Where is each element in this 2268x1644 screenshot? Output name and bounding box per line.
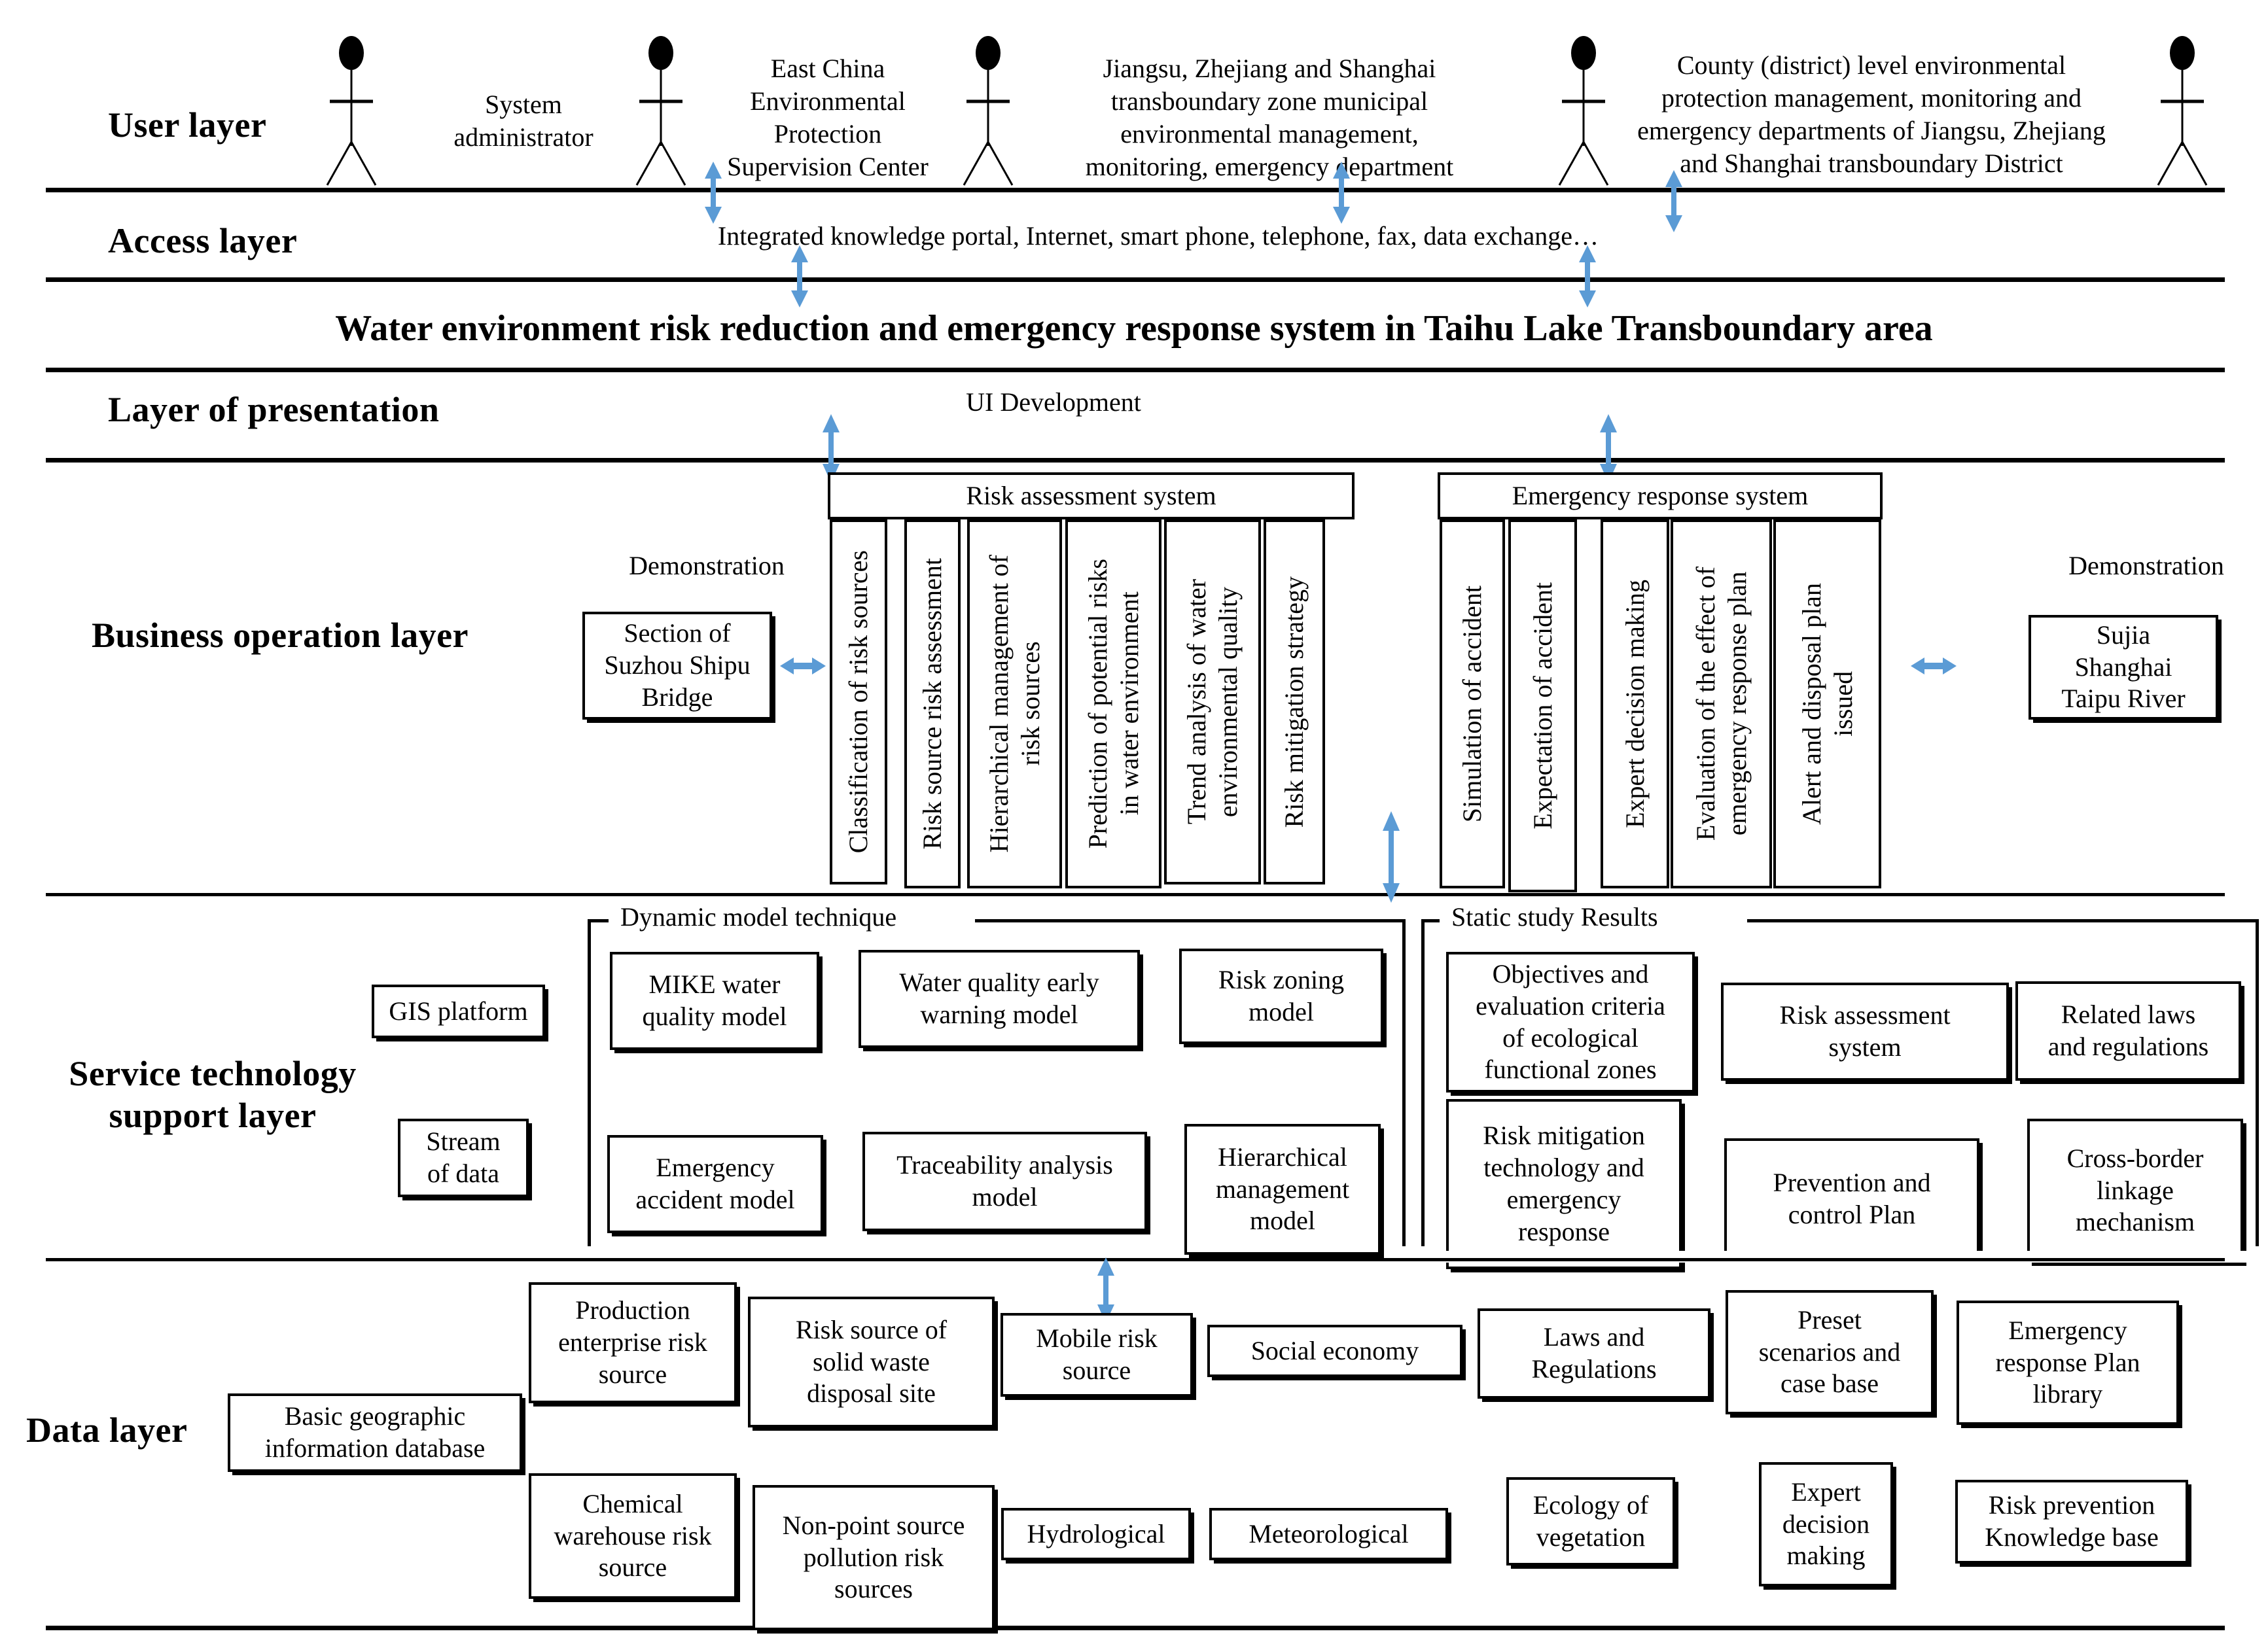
divider-business-service xyxy=(46,893,2225,896)
static-study-group xyxy=(1421,919,2259,1246)
actor-icon-4 xyxy=(1554,36,1613,186)
layer-label-business: Business operation layer xyxy=(92,616,469,655)
divider-bottom xyxy=(46,1626,2225,1630)
layer-label-access: Access layer xyxy=(108,221,298,260)
demo-left-caption: Demonstration xyxy=(629,551,785,580)
demo-right-caption: Demonstration xyxy=(2068,551,2224,580)
ers-col-0-label: Simulation of accident xyxy=(1457,585,1487,823)
arrow-user-access-1 xyxy=(701,162,725,224)
ers-col-2[interactable]: Expert decision making xyxy=(1601,519,1669,888)
layer-label-user: User layer xyxy=(108,105,267,145)
service-box-related-laws-and-regulations[interactable]: Related laws and regulations xyxy=(2015,981,2241,1081)
service-box-hierarchical-management-model[interactable]: Hierarchical management model xyxy=(1184,1124,1381,1255)
arrow-presentation-business-2 xyxy=(1597,414,1620,483)
actor-label-4: County (district) level environmental pr… xyxy=(1637,50,2106,178)
ras-col-0[interactable]: Classification of risk sources xyxy=(830,519,887,884)
layer-label-data: Data layer xyxy=(26,1410,188,1450)
ers-col-3[interactable]: Evaluation of the effect of emergency re… xyxy=(1671,519,1772,888)
dynamic-model-group-title: Dynamic model technique xyxy=(614,901,904,932)
ras-col-5[interactable]: Risk mitigation strategy xyxy=(1264,519,1325,884)
arrow-user-access-2 xyxy=(1330,162,1353,224)
arrow-presentation-business-1 xyxy=(819,414,843,483)
ras-col-4-label: Trend analysis of water environmental qu… xyxy=(1182,579,1243,825)
data-box-emergency-response-plan-library[interactable]: Emergency response Plan library xyxy=(1957,1301,2179,1425)
data-box-expert-decision-making[interactable]: Expert decision making xyxy=(1759,1462,1893,1586)
data-box-non-point-source-pollution[interactable]: Non-point source pollution risk sources xyxy=(753,1485,995,1630)
data-box-social-economy[interactable]: Social economy xyxy=(1207,1325,1462,1377)
data-box-basic-geographic-information-database[interactable]: Basic geographic information database xyxy=(228,1393,522,1472)
data-box-risk-source-solid-waste[interactable]: Risk source of solid waste disposal site xyxy=(748,1297,995,1427)
service-box-emergency-accident-model[interactable]: Emergency accident model xyxy=(607,1135,823,1233)
service-box-prevention-and-control-plan[interactable]: Prevention and control Plan xyxy=(1724,1138,1979,1259)
access-layer-text: Integrated knowledge portal, Internet, s… xyxy=(717,221,1599,251)
arrow-access-title-1 xyxy=(788,245,811,307)
ers-col-2-label: Expert decision making xyxy=(1620,580,1650,828)
service-box-traceability-analysis-model[interactable]: Traceability analysis model xyxy=(862,1132,1147,1231)
divider-access-title xyxy=(46,277,2225,282)
ras-col-2[interactable]: Hierarchical management of risk sources xyxy=(967,519,1062,888)
data-box-risk-prevention-knowledge-base[interactable]: Risk prevention Knowledge base xyxy=(1955,1480,2188,1564)
ers-col-4-label: Alert and disposal plan issued xyxy=(1796,583,1858,825)
ras-col-1[interactable]: Risk source risk assessment xyxy=(904,519,961,888)
layer-label-presentation: Layer of presentation xyxy=(108,390,440,429)
layer-label-service: Service technology support layer xyxy=(69,1054,357,1135)
ers-col-3-label: Evaluation of the effect of emergency re… xyxy=(1690,567,1752,841)
emergency-response-system-title: Emergency response system xyxy=(1438,472,1883,519)
ui-development-label: UI Development xyxy=(966,387,1141,417)
risk-assessment-system-title: Risk assessment system xyxy=(828,472,1355,519)
data-box-chemical-warehouse-risk-source[interactable]: Chemical warehouse risk source xyxy=(529,1473,737,1599)
ras-col-4[interactable]: Trend analysis of water environmental qu… xyxy=(1164,519,1261,884)
data-box-production-enterprise-risk-source[interactable]: Production enterprise risk source xyxy=(529,1282,737,1403)
ers-col-1[interactable]: Expectation of accident xyxy=(1508,519,1577,892)
actor-label-2: East China Environmental Protection Supe… xyxy=(727,54,929,181)
data-box-meteorological[interactable]: Meteorological xyxy=(1209,1508,1448,1560)
actor-icon-3 xyxy=(959,36,1018,186)
static-study-group-title: Static study Results xyxy=(1445,901,1665,932)
demo-left-box[interactable]: Section of Suzhou Shipu Bridge xyxy=(582,612,772,720)
data-box-ecology-of-vegetation[interactable]: Ecology of vegetation xyxy=(1506,1477,1675,1565)
service-box-gis-platform[interactable]: GIS platform xyxy=(372,985,545,1038)
ras-col-5-label: Risk mitigation strategy xyxy=(1279,576,1309,828)
arrow-service-data xyxy=(1094,1257,1118,1323)
divider-presentation-business xyxy=(46,458,2225,463)
data-box-laws-and-regulations[interactable]: Laws and Regulations xyxy=(1478,1308,1710,1399)
ers-col-0[interactable]: Simulation of accident xyxy=(1440,519,1505,888)
ras-col-2-label: Hierarchical management of risk sources xyxy=(983,555,1045,853)
ers-col-4[interactable]: Alert and disposal plan issued xyxy=(1773,519,1881,888)
actor-icon-1 xyxy=(322,36,381,186)
demo-right-box[interactable]: Sujia Shanghai Taipu River xyxy=(2029,615,2218,720)
dynamic-model-group xyxy=(588,919,1406,1246)
ras-col-1-label: Risk source risk assessment xyxy=(917,558,947,850)
ras-col-3-label: Prediction of potential risks in water e… xyxy=(1082,559,1144,849)
service-box-cross-border-linkage-mechanism[interactable]: Cross-border linkage mechanism xyxy=(2027,1119,2243,1263)
divider-user-access xyxy=(46,188,2225,192)
service-box-risk-zoning-model[interactable]: Risk zoning model xyxy=(1179,949,1383,1044)
arrow-user-access-3 xyxy=(1662,170,1686,232)
ers-col-1-label: Expectation of accident xyxy=(1527,582,1557,830)
system-title: Water environment risk reduction and eme… xyxy=(335,308,1933,349)
arrow-business-service-center xyxy=(1379,811,1403,903)
ras-col-0-label: Classification of risk sources xyxy=(843,550,873,854)
service-box-objectives-evaluation-criteria[interactable]: Objectives and evaluation criteria of ec… xyxy=(1446,952,1695,1093)
actor-label-3: Jiangsu, Zhejiang and Shanghai transboun… xyxy=(1085,54,1454,181)
actor-icon-2 xyxy=(631,36,690,186)
service-box-risk-assessment-system[interactable]: Risk assessment system xyxy=(1721,983,2009,1081)
data-box-preset-scenarios-case-base[interactable]: Preset scenarios and case base xyxy=(1726,1290,1934,1414)
service-box-water-quality-early-warning-model[interactable]: Water quality early warning model xyxy=(859,950,1140,1048)
data-box-mobile-risk-source[interactable]: Mobile risk source xyxy=(1001,1313,1193,1397)
divider-service-data-top xyxy=(46,1258,2225,1261)
arrow-demo-left-to-ras xyxy=(780,654,826,678)
service-box-stream-of-data[interactable]: Stream of data xyxy=(398,1119,529,1197)
arrow-ers-to-demo-right xyxy=(1911,654,1957,678)
arrow-access-title-2 xyxy=(1576,245,1599,307)
data-box-hydrological[interactable]: Hydrological xyxy=(1001,1508,1191,1560)
actor-label-1: System administrator xyxy=(453,90,594,152)
service-box-risk-mitigation-technology[interactable]: Risk mitigation technology and emergency… xyxy=(1446,1099,1682,1269)
divider-title-presentation xyxy=(46,368,2225,372)
service-box-mike-water-quality-model[interactable]: MIKE water quality model xyxy=(610,952,819,1050)
actor-icon-5 xyxy=(2153,36,2212,186)
ras-col-3[interactable]: Prediction of potential risks in water e… xyxy=(1065,519,1161,888)
